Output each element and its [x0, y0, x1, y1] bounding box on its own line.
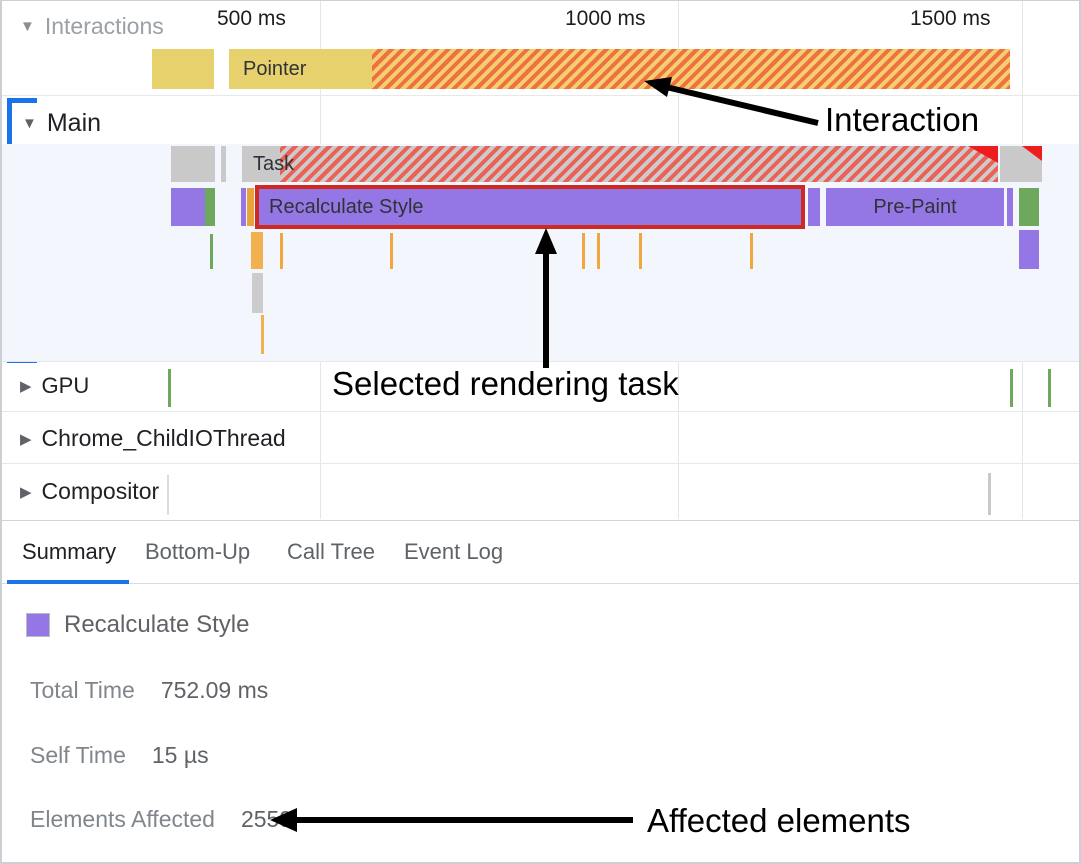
event-tick-orange[interactable] — [390, 233, 393, 269]
event-color-swatch — [26, 613, 50, 637]
flame-bar-green[interactable] — [1019, 188, 1039, 226]
event-tick-green[interactable] — [1010, 369, 1013, 407]
collapse-triangle-icon: ▼ — [20, 18, 35, 35]
details-tab-bar: Summary Bottom-Up Call Tree Event Log — [2, 520, 1079, 585]
tab-bar-divider — [2, 583, 1079, 584]
flame-bar-purple[interactable] — [1007, 188, 1013, 226]
main-track-bracket-top — [7, 98, 37, 103]
summary-header: Recalculate Style — [26, 611, 249, 639]
annotation-interaction: Interaction — [825, 101, 980, 138]
track-header-compositor[interactable]: ▶ Compositor — [20, 478, 159, 505]
expand-triangle-icon: ▶ — [20, 430, 32, 448]
interaction-bar-pointer[interactable]: Pointer — [229, 49, 1010, 89]
task-bar-label: Task — [253, 152, 295, 175]
tab-bottom-up[interactable]: Bottom-Up — [145, 539, 251, 564]
tab-call-tree[interactable]: Call Tree — [287, 539, 376, 564]
track-label: Interactions — [44, 13, 164, 39]
track-label: Chrome_ChildIOThread — [41, 425, 286, 451]
summary-row-elements-affected: Elements Affected 2559 — [30, 806, 292, 833]
flame-bar-purple[interactable] — [1019, 230, 1039, 269]
selected-event-recalculate-style[interactable]: Recalculate Style — [255, 185, 805, 229]
interaction-bar-short[interactable] — [152, 49, 214, 89]
pre-paint-bar-label: Pre-Paint — [873, 195, 957, 218]
long-task-warning-icon — [968, 146, 998, 163]
tab-summary[interactable]: Summary — [22, 539, 117, 564]
flame-bar-purple[interactable] — [171, 188, 205, 226]
annotation-affected-elements: Affected elements — [647, 802, 911, 839]
track-label: GPU — [41, 373, 90, 398]
annotation-selected-rendering-task: Selected rendering task — [332, 365, 679, 402]
flame-bar-green[interactable] — [205, 188, 215, 226]
summary-label: Total Time — [30, 677, 135, 703]
summary-row-total-time: Total Time 752.09 ms — [30, 677, 268, 704]
flame-bar-pre-paint[interactable]: Pre-Paint — [826, 188, 1004, 226]
event-tick-green[interactable] — [168, 369, 171, 407]
summary-label: Self Time — [30, 742, 126, 768]
event-tick-orange[interactable] — [261, 315, 264, 354]
track-header-interactions[interactable]: ▼ Interactions — [20, 13, 164, 40]
collapse-triangle-icon: ▼ — [22, 115, 37, 132]
event-tick-orange[interactable] — [280, 233, 283, 269]
event-tick-green[interactable] — [1048, 369, 1051, 407]
track-label: Compositor — [41, 478, 160, 504]
summary-value: 15 µs — [151, 742, 209, 768]
event-tick-orange[interactable] — [582, 233, 585, 269]
event-tick-orange[interactable] — [750, 233, 753, 269]
expand-triangle-icon: ▶ — [20, 483, 32, 501]
flame-bar-purple[interactable] — [808, 188, 820, 226]
flame-bar-gray[interactable] — [1000, 146, 1042, 182]
track-header-chrome-childiothread[interactable]: ▶ Chrome_ChildIOThread — [20, 425, 286, 452]
active-tab-indicator — [7, 580, 129, 584]
expand-triangle-icon: ▶ — [20, 378, 32, 395]
interaction-bar-label: Pointer — [243, 57, 307, 80]
flame-bar-purple[interactable] — [241, 188, 246, 226]
flame-bar-gray[interactable] — [252, 273, 263, 313]
event-tick-gray[interactable] — [167, 475, 169, 515]
flame-bar-orange[interactable] — [247, 188, 254, 226]
summary-event-title: Recalculate Style — [64, 611, 250, 638]
summary-value: 752.09 ms — [160, 677, 269, 703]
long-task-warning-icon — [1022, 146, 1042, 161]
flame-bar-gray[interactable] — [171, 146, 215, 182]
event-tick-orange[interactable] — [639, 233, 642, 269]
track-header-main[interactable]: ▼ Main — [22, 109, 101, 138]
ruler-label-500ms: 500 ms — [217, 7, 286, 30]
summary-label: Elements Affected — [30, 806, 215, 832]
event-tick-orange[interactable] — [597, 233, 600, 269]
summary-value: 2559 — [240, 806, 293, 832]
task-solid-start — [242, 146, 280, 182]
summary-row-self-time: Self Time 15 µs — [30, 742, 209, 769]
track-label: Main — [46, 109, 102, 137]
flame-bar-task[interactable]: Task — [242, 146, 998, 182]
event-tick-orange[interactable] — [251, 232, 263, 269]
event-tick-gray[interactable] — [988, 473, 991, 515]
ruler-label-1500ms: 1500 ms — [910, 7, 991, 30]
track-header-gpu[interactable]: ▶ GPU — [20, 373, 89, 399]
flame-bar-gray[interactable] — [221, 146, 226, 182]
selected-event-label: Recalculate Style — [269, 195, 424, 218]
ruler-label-1000ms: 1000 ms — [565, 7, 646, 30]
interaction-hatched-region — [372, 49, 1010, 89]
tab-event-log[interactable]: Event Log — [404, 539, 504, 564]
event-tick-green[interactable] — [210, 234, 213, 269]
